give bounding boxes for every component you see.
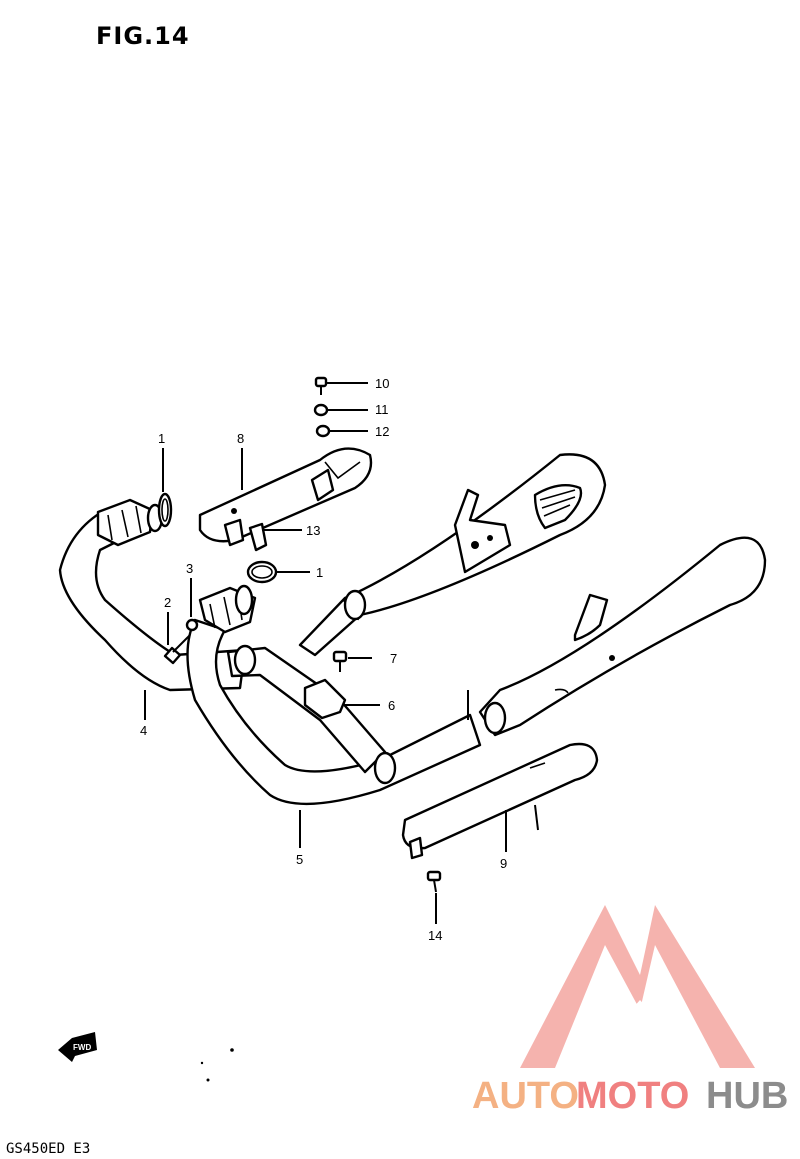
callout-14: 14 bbox=[428, 928, 442, 943]
exhaust-pipe-left bbox=[58, 498, 247, 692]
washer-3 bbox=[185, 618, 199, 632]
bolt-2 bbox=[163, 634, 191, 665]
upper-muffler bbox=[298, 453, 607, 657]
watermark-hub: HUB bbox=[706, 1075, 788, 1117]
callout-6: 6 bbox=[388, 698, 395, 713]
gasket-right bbox=[246, 560, 278, 584]
bolt-10 bbox=[314, 376, 328, 395]
heat-cover-lower bbox=[401, 742, 599, 860]
exhaust-pipe-right bbox=[186, 584, 507, 806]
watermark-logo bbox=[520, 905, 755, 1068]
callout-5: 5 bbox=[296, 852, 303, 867]
bolt-7 bbox=[332, 650, 348, 672]
callout-13: 13 bbox=[306, 523, 320, 538]
callout-7: 7 bbox=[390, 651, 397, 666]
screw-14 bbox=[426, 870, 442, 893]
callout-3: 3 bbox=[186, 561, 193, 576]
callout-4: 4 bbox=[140, 723, 147, 738]
callout-12: 12 bbox=[375, 424, 389, 439]
figure-title: FIG.14 bbox=[96, 22, 190, 50]
callout-2: 2 bbox=[164, 595, 171, 610]
heat-cover-upper bbox=[198, 447, 373, 547]
leader-lines bbox=[144, 382, 539, 924]
callout-1-lower: 1 bbox=[316, 565, 323, 580]
callout-1-upper: 1 bbox=[158, 431, 165, 446]
callout-8: 8 bbox=[237, 431, 244, 446]
fwd-arrow-icon: FWD bbox=[58, 1032, 97, 1062]
washer-12 bbox=[315, 424, 331, 438]
watermark-auto: AUTO bbox=[472, 1075, 579, 1117]
gasket-left bbox=[157, 492, 173, 528]
fwd-label: FWD bbox=[73, 1043, 91, 1052]
watermark-text: AUTO MOTO HUB bbox=[472, 1075, 788, 1117]
lower-muffler bbox=[478, 536, 767, 737]
watermark-moto: MOTO bbox=[576, 1075, 689, 1117]
callout-9: 9 bbox=[500, 856, 507, 871]
model-code: GS450ED E3 bbox=[6, 1141, 91, 1157]
nut-11 bbox=[313, 403, 329, 417]
callout-10: 10 bbox=[375, 376, 389, 391]
clamp-13 bbox=[248, 522, 268, 552]
callout-11: 11 bbox=[375, 402, 389, 417]
